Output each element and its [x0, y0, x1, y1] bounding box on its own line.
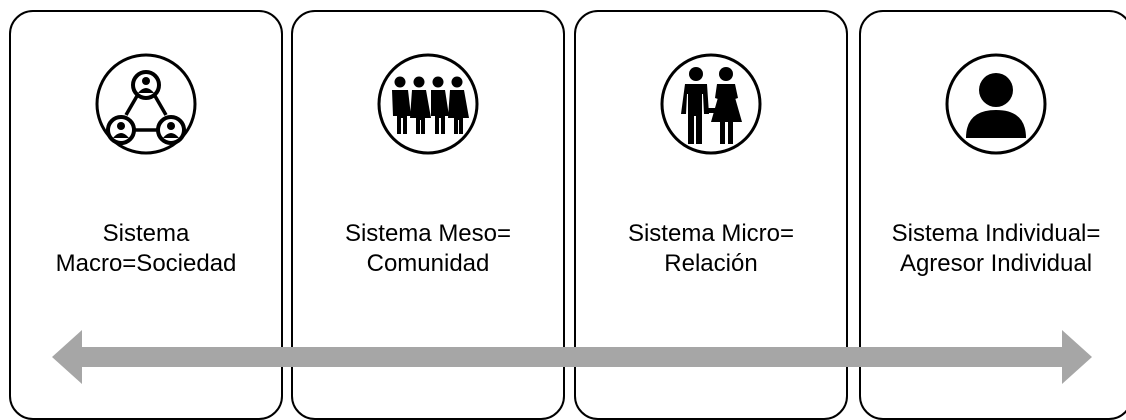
- double-arrow: [52, 330, 1092, 384]
- community-icon: [376, 52, 480, 156]
- panel-label: Sistema Individual= Agresor Individual: [891, 220, 1101, 277]
- double-arrow-shape: [52, 330, 1092, 384]
- person-icon: [944, 52, 1048, 156]
- network-people-icon: [94, 52, 198, 156]
- panel-label: Sistema Macro=Sociedad: [55, 220, 237, 277]
- couple-icon: [659, 52, 763, 156]
- panel-label: Sistema Micro= Relación: [627, 220, 795, 277]
- panel-label: Sistema Meso= Comunidad: [344, 220, 512, 277]
